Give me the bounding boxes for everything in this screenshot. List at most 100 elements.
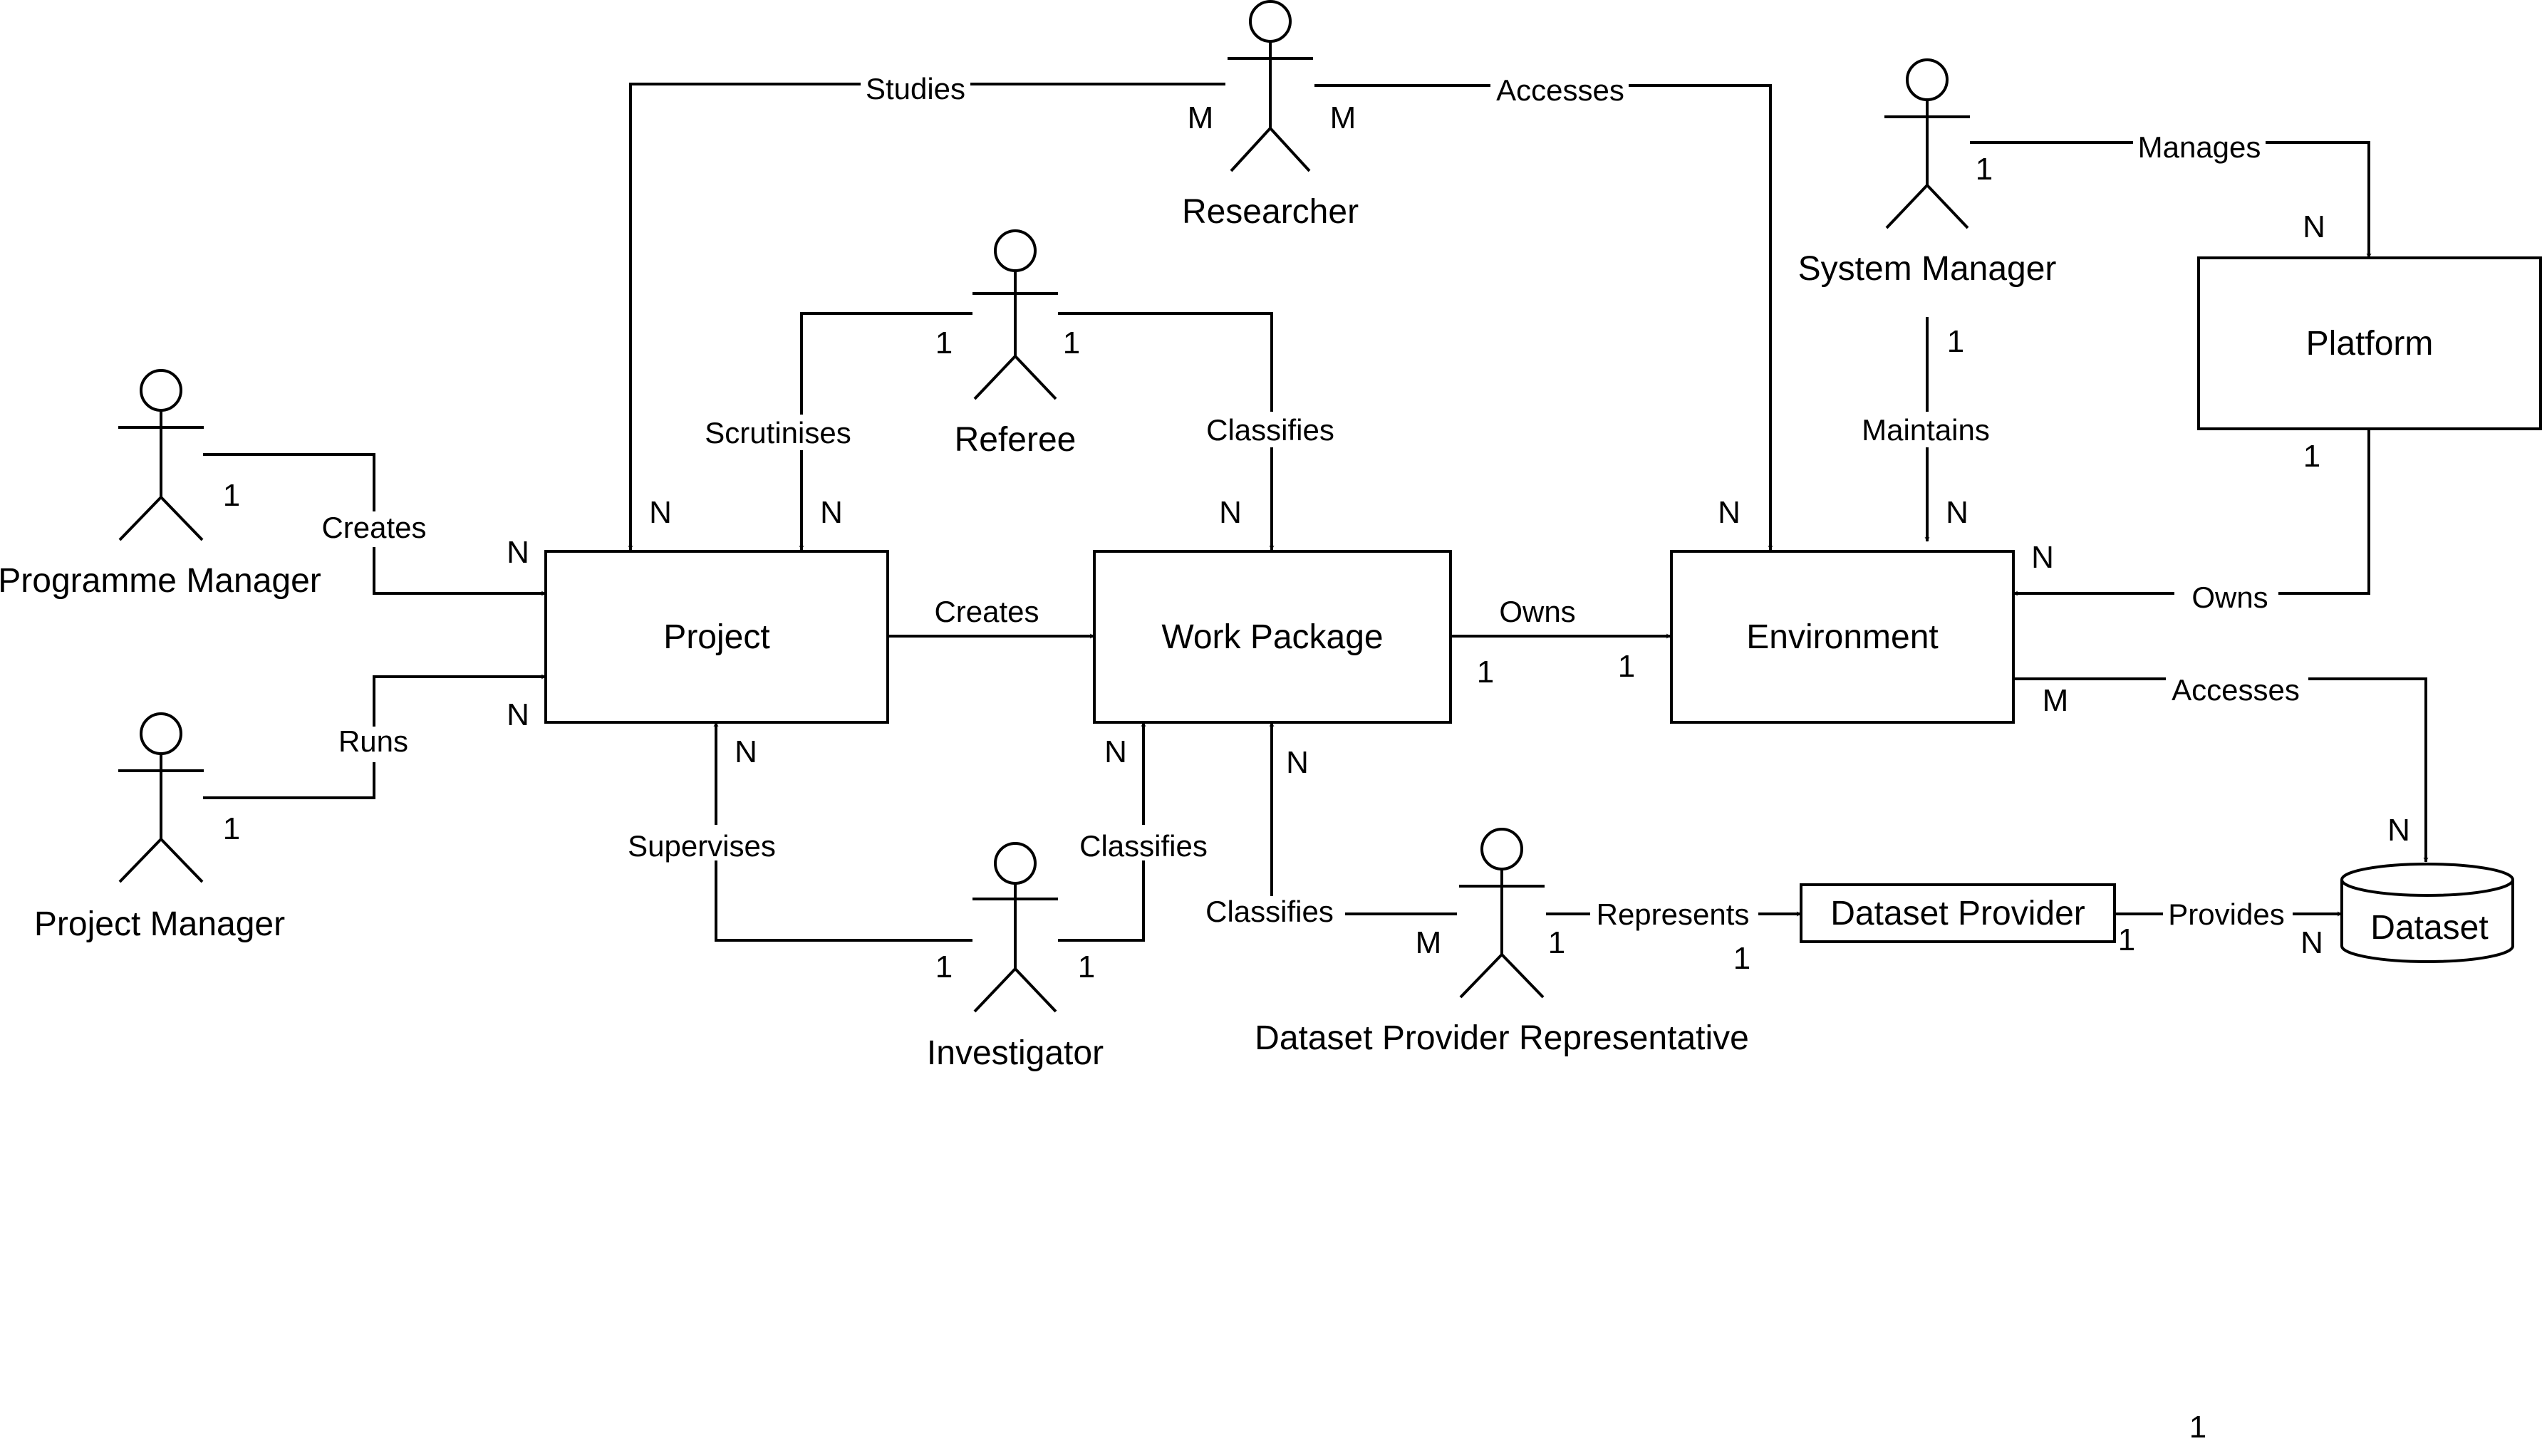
- relation-owns-workpackage: Owns: [1499, 595, 1575, 628]
- card-workpackage-classified-investigator: N: [1104, 734, 1127, 769]
- edge-platform-owns-environment: [2013, 427, 2370, 596]
- relation-owns-platform: Owns: [2191, 581, 2268, 614]
- relation-runs: Runs: [338, 724, 408, 758]
- card-platform-owns: 1: [2303, 439, 2320, 474]
- platform-box: [2197, 256, 2542, 430]
- dataset-provider-representative-label: Dataset Provider Representative: [1255, 1019, 1749, 1057]
- relation-provides: Provides: [2168, 898, 2284, 931]
- relation-classifies-referee: Classifies: [1206, 413, 1334, 447]
- actor-investigator: Investigator: [927, 842, 1104, 1072]
- connectors: [203, 83, 2429, 942]
- card-dataset-accessed: N: [2387, 813, 2410, 848]
- platform-label: Platform: [2306, 325, 2434, 363]
- relation-accesses-environment: Accesses: [2172, 673, 2300, 707]
- card-environment-maintained: N: [1946, 495, 1968, 530]
- card-environment-accesses: M: [2043, 683, 2069, 718]
- edge-researcher-studies-project: [628, 83, 1225, 551]
- dataset-provider-representative-figure: [1459, 828, 1545, 999]
- card-workpackage-classified-referee: N: [1219, 495, 1242, 530]
- card-dataset-provided: N: [2300, 925, 2323, 960]
- card-project-run: N: [507, 697, 529, 732]
- card-project-studied: N: [649, 495, 672, 530]
- card-workpackage-owns: 1: [1477, 655, 1494, 690]
- project-manager-figure: [118, 712, 204, 883]
- dataset-cylinder-top: [2340, 879, 2514, 897]
- relation-scrutinises: Scrutinises: [705, 416, 851, 449]
- card-researcher-accesses: M: [1330, 100, 1356, 135]
- card-environment-owned-wp: 1: [1618, 649, 1635, 684]
- card-referee-scrutinises: 1: [935, 326, 953, 360]
- relation-creates-project: Creates: [934, 595, 1039, 628]
- card-environment-accessed: N: [1718, 495, 1741, 530]
- card-programme-creates: 1: [223, 478, 240, 513]
- entity-work-package: Work Package: [1093, 550, 1452, 724]
- relation-studies: Studies: [866, 72, 965, 105]
- card-provider-represented: 1: [1733, 941, 1750, 976]
- edge-referee-scrutinises-project: [799, 312, 972, 551]
- dataset-label: Dataset: [2370, 909, 2488, 947]
- environment-box: [1670, 550, 2015, 724]
- card-referee-classifies: 1: [1063, 326, 1080, 360]
- project-manager-label: Project Manager: [34, 905, 285, 943]
- project-label: Project: [663, 618, 769, 656]
- actor-dataset-provider-representative: Dataset Provider Representative: [1255, 828, 1749, 1057]
- card-project-supervised: N: [735, 734, 757, 769]
- cardinality-labels: M M 1 N 1 1 1 1 1 N N N N N N N 1 1 N M …: [223, 100, 2410, 1445]
- actor-programme-manager: Programme Manager: [0, 369, 321, 600]
- card-workpackage-classified-dpr: N: [1286, 745, 1309, 780]
- actor-system-manager: System Manager: [1798, 58, 2057, 288]
- relation-supervises: Supervises: [628, 829, 776, 863]
- edge-investigator-classifies-workpackage: [1058, 722, 1146, 942]
- entity-dataset-provider: Dataset Provider: [1800, 883, 2116, 943]
- card-sysman-manages: 1: [1976, 152, 1993, 187]
- investigator-figure: [972, 842, 1058, 1013]
- actor-project-manager: Project Manager: [34, 712, 285, 943]
- card-dpr-represents: 1: [1548, 925, 1565, 960]
- system-manager-label: System Manager: [1798, 250, 2057, 288]
- card-investigator-supervises: 1: [935, 950, 953, 984]
- edge-researcher-accesses-environment: [1314, 84, 1773, 551]
- edge-sysman-manages-platform: [1970, 141, 2372, 259]
- work-package-box: [1093, 550, 1452, 724]
- entity-project: Project: [544, 550, 889, 724]
- entity-dataset: Dataset: [2340, 863, 2514, 963]
- card-provider-provides: 1: [2118, 922, 2135, 957]
- card-platform-managed: N: [2303, 209, 2325, 244]
- work-package-label: Work Package: [1161, 618, 1383, 656]
- edge-investigator-supervises-project: [713, 722, 972, 942]
- card-project-created: N: [507, 535, 529, 570]
- card-dpr-classifies: M: [1416, 925, 1442, 960]
- relation-manages: Manages: [2138, 130, 2261, 164]
- card-project-scrutinised: N: [820, 495, 843, 530]
- card-environment-owned-platform: N: [2031, 540, 2054, 575]
- researcher-label: Researcher: [1182, 193, 1359, 231]
- programme-manager-label: Programme Manager: [0, 562, 321, 600]
- relation-classifies-investigator: Classifies: [1079, 829, 1208, 863]
- dataset-cylinder-body: [2340, 863, 2514, 963]
- card-investigator-classifies: 1: [1078, 950, 1095, 984]
- relation-creates-programme: Creates: [321, 511, 426, 544]
- edge-referee-classifies-workpackage: [1058, 312, 1275, 551]
- dataset-provider-box: [1800, 883, 2116, 943]
- programme-manager-figure: [118, 369, 204, 541]
- environment-label: Environment: [1746, 618, 1938, 656]
- referee-label: Referee: [955, 421, 1077, 459]
- researcher-figure: [1228, 0, 1313, 172]
- card-stray: 1: [2189, 1410, 2206, 1445]
- card-researcher-studies: M: [1188, 100, 1214, 135]
- referee-figure: [972, 229, 1058, 400]
- relation-accesses-researcher: Accesses: [1496, 73, 1624, 107]
- system-manager-figure: [1884, 58, 1970, 229]
- relation-maintains: Maintains: [1862, 413, 1990, 447]
- card-projman-runs: 1: [223, 811, 240, 846]
- relation-labels: Studies Accesses Manages Scrutinises Cla…: [313, 68, 2308, 935]
- actor-referee: Referee: [955, 229, 1077, 459]
- edge-environment-accesses-dataset: [2013, 677, 2429, 863]
- investigator-label: Investigator: [927, 1034, 1104, 1072]
- entity-environment: Environment: [1670, 550, 2015, 724]
- relation-represents: Represents: [1597, 898, 1750, 931]
- card-sysman-maintains: 1: [1947, 324, 1964, 359]
- entity-platform: Platform: [2197, 256, 2542, 430]
- actor-researcher: Researcher: [1182, 0, 1359, 231]
- relation-classifies-dpr: Classifies: [1205, 895, 1334, 928]
